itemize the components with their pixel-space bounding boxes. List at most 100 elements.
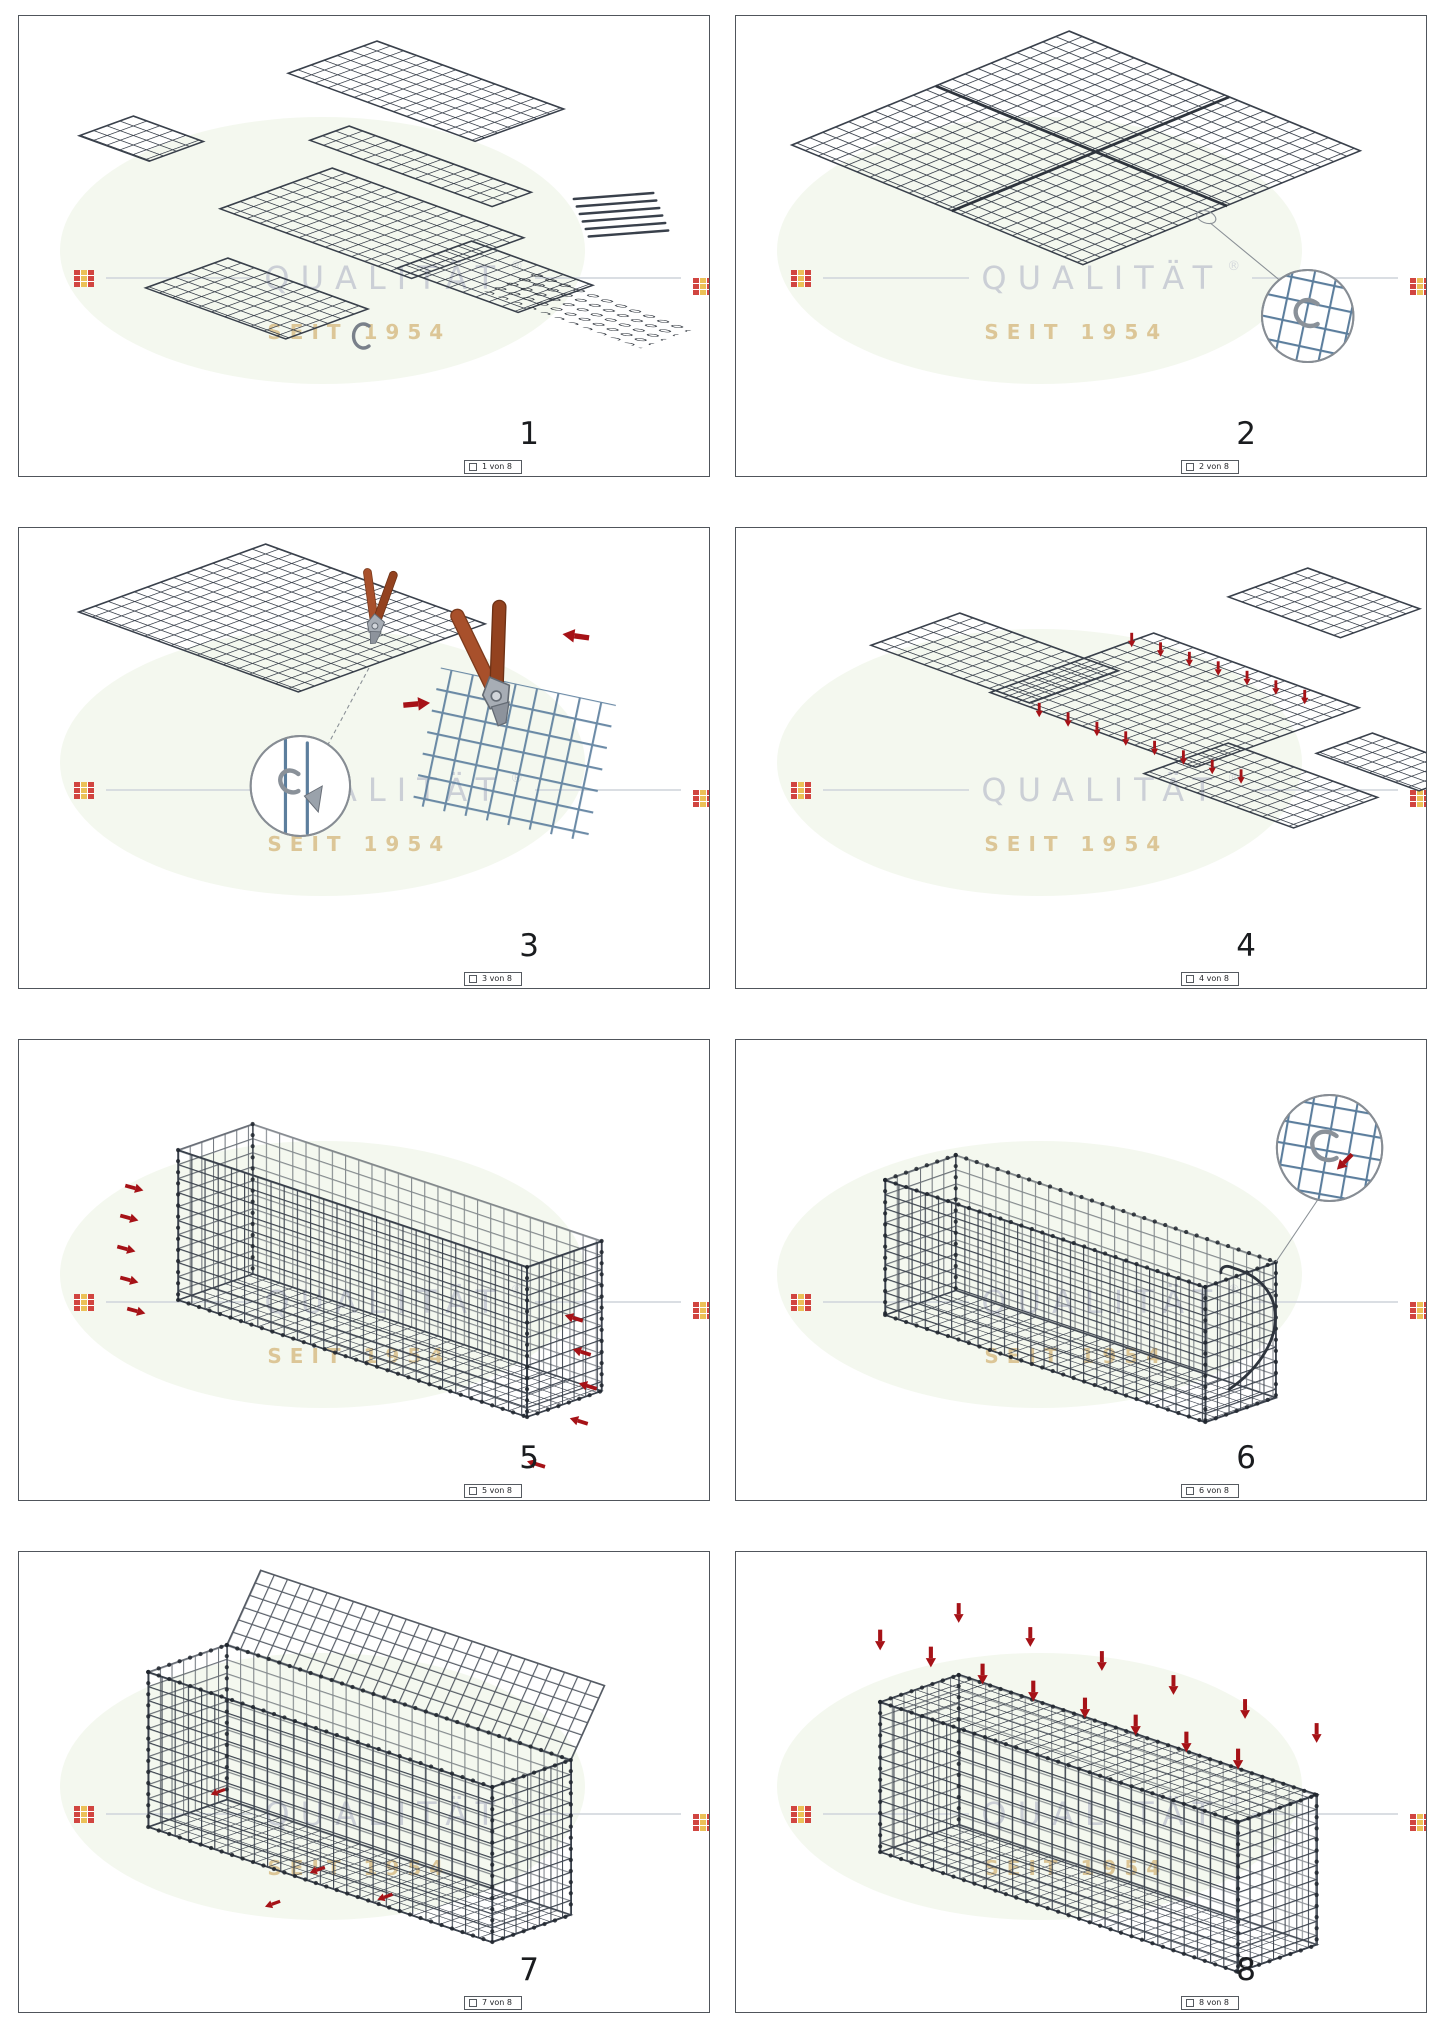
watermark-rule (823, 789, 970, 792)
registered-mark: ® (1227, 259, 1241, 275)
brand-logo-icon (1410, 278, 1426, 296)
step-panel-2: QUALITÄT ® SEIT 1954 (735, 15, 1427, 477)
mesh-panel (1228, 568, 1420, 638)
brand-logo-icon (791, 269, 812, 287)
step-panel-8: QUALITÄT ® SEIT 1954 (735, 1551, 1427, 2013)
red-arrow-icon (568, 1413, 590, 1429)
brand-logo-icon (791, 1293, 812, 1311)
step-5-box-assembly-illustration (116, 1121, 604, 1472)
watermark-rule (823, 277, 970, 280)
brand-logo-icon (1410, 1814, 1426, 1832)
tie-wire-hook (1219, 1265, 1234, 1275)
page-indicator-label: 1 von 8 (482, 462, 513, 471)
brand-logo-icon (74, 269, 95, 287)
page-indicator-icon (469, 463, 478, 471)
mesh-panels (79, 41, 593, 339)
red-arrow-icon (263, 1897, 282, 1911)
red-arrow-icon (561, 627, 590, 645)
brand-logo-icon (1410, 1302, 1426, 1320)
c-clip-icon (351, 322, 371, 350)
step-panel-3: QUALITÄT ® SEIT 1954 (18, 527, 710, 989)
magnifier-detail-circle (249, 735, 352, 837)
step-2-base-mesh-illustration (736, 16, 1426, 363)
page-indicator-label: 6 von 8 (1199, 1486, 1230, 1495)
red-arrow-icon (1168, 1675, 1179, 1695)
step-number: 5 (519, 1440, 539, 1476)
page-indicator: 2 von 8 (1181, 460, 1240, 474)
mesh-panel (79, 116, 203, 161)
spiral-dots (883, 1152, 958, 1183)
spiral-dots (524, 1388, 604, 1420)
step-4-cross-layout-illustration (736, 528, 1426, 988)
detail-callout-ring (1196, 209, 1217, 225)
watermark-rule (106, 1301, 253, 1304)
page-indicator-icon (469, 1999, 478, 2007)
red-arrow-icon (1096, 1651, 1107, 1671)
tie-wire (1227, 1266, 1277, 1392)
red-arrow-icon (124, 1180, 145, 1196)
spiral-dots (883, 1312, 1208, 1425)
page-indicator-label: 7 von 8 (482, 1998, 513, 2007)
watermark-rule (535, 1301, 682, 1304)
step-panel-7: QUALITÄT ® SEIT 1954 (18, 1551, 710, 2013)
brand-logo-icon (74, 781, 95, 799)
step-8-close-lid-illustration (875, 1603, 1322, 1975)
page-indicator-icon (1186, 463, 1195, 471)
watermark-rule (535, 277, 682, 280)
page-indicator-label: 5 von 8 (482, 1486, 513, 1495)
mesh-panel (79, 544, 486, 692)
page-indicator: 3 von 8 (464, 972, 523, 986)
zoomed-mesh (411, 667, 616, 842)
red-arrow-icon (116, 1241, 137, 1257)
brand-logo-icon (791, 781, 812, 799)
watermark-rule (535, 789, 682, 792)
step-number: 7 (519, 1952, 539, 1988)
gabion-box (883, 1152, 1278, 1425)
page-indicator-label: 2 von 8 (1199, 462, 1230, 471)
spiral-dots (883, 1177, 1208, 1290)
red-arrow-icon (925, 1646, 937, 1668)
watermark-since-text: SEIT 1954 (984, 319, 1169, 344)
step-number: 4 (1236, 928, 1256, 964)
watermark-rule (106, 789, 253, 792)
page-indicator-label: 8 von 8 (1199, 1998, 1230, 2007)
mesh-panel (1316, 733, 1426, 791)
magnifier-detail-circle (1260, 269, 1355, 363)
leader-line (326, 667, 370, 747)
watermark-rule (1252, 1301, 1399, 1304)
brand-logo-icon (1410, 790, 1426, 808)
spiral-dots (1203, 1259, 1278, 1290)
page-indicator-icon (1186, 975, 1195, 983)
step-number: 1 (519, 416, 539, 452)
brand-logo-icon (74, 1805, 95, 1823)
gabion-box (146, 1570, 604, 1945)
mesh-panel (310, 126, 531, 207)
red-arrow-icon (1025, 1627, 1036, 1647)
mesh-panel (146, 258, 368, 339)
mesh-panels (871, 568, 1426, 828)
watermark-since-text: SEIT 1954 (984, 831, 1169, 856)
brand-logo-icon (693, 1814, 709, 1832)
spiral-dots (1203, 1394, 1278, 1425)
spiral-dots (878, 1699, 1241, 1825)
step-1-parts-overview-illustration (19, 16, 695, 350)
clip-rows (481, 271, 695, 349)
step-number: 6 (1236, 1440, 1256, 1476)
red-arrow-icon (953, 1603, 964, 1623)
c-clip-icon (1293, 297, 1320, 329)
leader-line (1209, 222, 1283, 283)
thick-partition-wires (935, 84, 1230, 213)
spiral-dots (878, 1849, 1241, 1975)
tension-rods (572, 191, 670, 238)
page-indicator: 6 von 8 (1181, 1484, 1240, 1498)
brand-logo-icon (693, 790, 709, 808)
step-number: 2 (1236, 416, 1256, 452)
gabion-box (878, 1672, 1319, 1975)
page-indicator: 4 von 8 (1181, 972, 1240, 986)
red-arrow-icon (119, 1272, 140, 1288)
page-indicator: 5 von 8 (464, 1484, 523, 1498)
box-right-end (527, 1241, 602, 1417)
box-right-end (1238, 1795, 1317, 1972)
